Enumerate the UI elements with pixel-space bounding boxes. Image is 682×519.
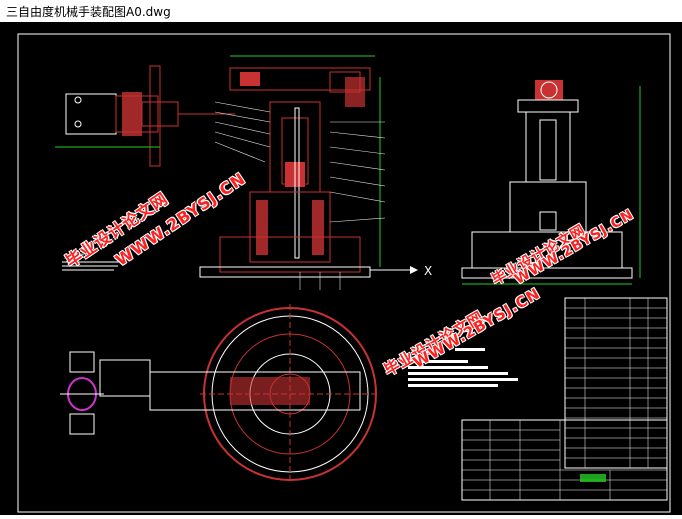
drawing-border [17, 33, 671, 513]
notes-and-title-block [408, 297, 668, 501]
window-title-bar: 三自由度机械手装配图A0.dwg [0, 0, 682, 23]
technical-note-label: 技术要求 [64, 253, 84, 260]
front-elevation-view [461, 80, 641, 285]
drawing-svg: X 技术要求 [17, 33, 671, 513]
top-view-ring [60, 304, 380, 484]
gripper-side-view [55, 65, 235, 167]
main-assembly-section: X 技术要求 [62, 55, 432, 290]
cad-drawing-canvas[interactable]: X 技术要求 [0, 22, 682, 515]
window-title: 三自由度机械手装配图A0.dwg [6, 4, 171, 19]
axis-label-x: X [424, 264, 432, 278]
